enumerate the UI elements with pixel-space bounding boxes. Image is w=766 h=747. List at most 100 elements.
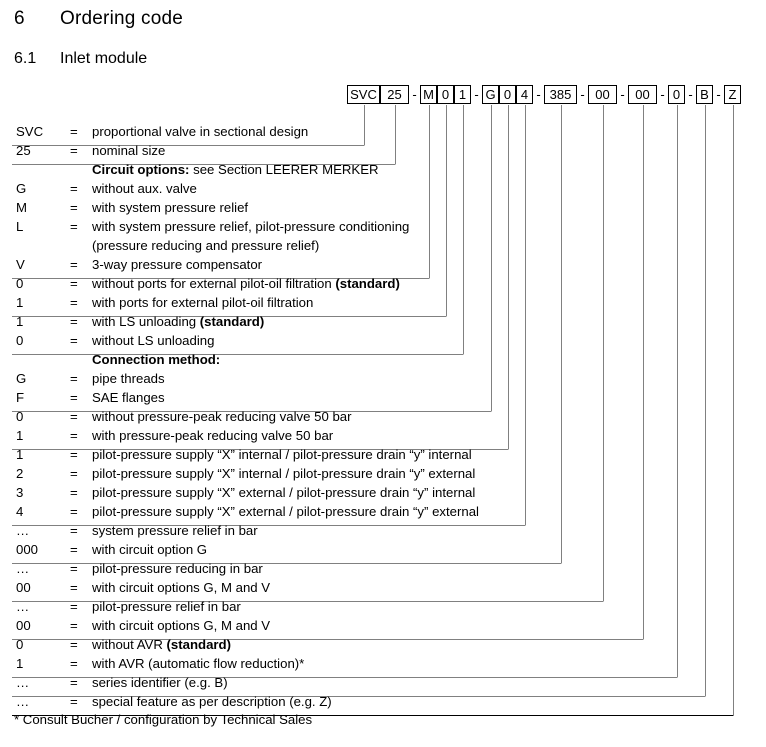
- legend-description: proportional valve in sectional design: [92, 124, 309, 139]
- legend-row: 0=without pressure-peak reducing valve 5…: [12, 409, 752, 428]
- legend-description: pilot-pressure reducing in bar: [92, 561, 263, 576]
- legend-key: 0: [16, 409, 24, 424]
- legend-description: without AVR (standard): [92, 637, 752, 652]
- legend-description-text: without ports for external pilot-oil fil…: [92, 276, 336, 291]
- legend-row: 1 = with ports for external pilot-oil filt…: [12, 295, 752, 314]
- code-box-svc: SVC: [347, 85, 380, 104]
- legend-key: 1: [16, 656, 24, 671]
- legend-row: 00=with circuit options G, M and V: [12, 580, 752, 599]
- legend-description-text: without AVR: [92, 637, 167, 652]
- legend-key: 00: [16, 618, 31, 633]
- legend-key: SVC: [16, 124, 44, 139]
- code-box-25: 25: [380, 85, 409, 104]
- legend-group-svc: SVC = proportional valve in sectional desi…: [12, 124, 752, 143]
- legend-equals: =: [70, 656, 78, 671]
- legend-description: special feature as per description (e.g.…: [92, 694, 332, 709]
- footnote: * Consult Bucher / configuration by Tech…: [14, 712, 313, 727]
- legend-description: with system pressure relief, pilot-press…: [92, 219, 410, 234]
- legend-group-pilot-oil-filtration: 0 = without ports for external pilot-oil f…: [12, 276, 752, 314]
- legend-key: …: [16, 694, 30, 709]
- legend-equals: =: [70, 314, 78, 329]
- legend-row: 000=with circuit option G: [12, 542, 752, 561]
- legend-group-circuit-options: Circuit options: see Section LEERER MERK…: [12, 162, 752, 276]
- code-box-0: 0: [668, 85, 685, 104]
- legend-group-ls-unloading: 1=with LS unloading (standard)0=without …: [12, 314, 752, 352]
- legend-group-header-label: Connection method:: [92, 352, 221, 367]
- legend-group-header-row: Connection method:: [12, 352, 752, 371]
- legend-key: 0: [16, 276, 24, 291]
- legend-equals: =: [70, 599, 78, 614]
- legend-key: 1: [16, 447, 24, 462]
- legend-row: 0 = without ports for external pilot-oil f…: [12, 276, 752, 295]
- legend-key: …: [16, 675, 30, 690]
- legend-description: nominal size: [92, 143, 166, 158]
- legend-description: pilot-pressure supply “X” internal / pil…: [92, 466, 476, 481]
- legend-key: G: [16, 181, 27, 196]
- legend-row: V=3-way pressure compensator: [12, 257, 752, 276]
- legend-key: 1: [16, 295, 24, 310]
- legend-equals: =: [70, 333, 78, 348]
- legend-key: …: [16, 599, 30, 614]
- code-separator: -: [620, 87, 625, 102]
- legend-group-header-label: Circuit options:: [92, 162, 190, 177]
- legend-description: without pressure-peak reducing valve 50 …: [92, 409, 352, 424]
- legend-row: 25=nominal size: [12, 143, 752, 162]
- legend-equals: =: [70, 124, 78, 139]
- legend-equals: =: [70, 504, 78, 519]
- legend-equals: =: [70, 371, 78, 386]
- ordering-code-legend: SVC = proportional valve in sectional desi…: [12, 124, 752, 713]
- subsection-title: Inlet module: [60, 50, 148, 67]
- code-box-m: M: [420, 85, 437, 104]
- legend-key: G: [16, 371, 27, 386]
- legend-description-emphasis: (standard): [166, 637, 232, 652]
- code-box-g: G: [482, 85, 499, 104]
- legend-row: 0 = without LS unloading: [12, 333, 752, 352]
- legend-description: with ports for external pilot-oil filtra…: [92, 295, 314, 310]
- code-separator: -: [716, 87, 721, 102]
- legend-row: (pressure reducing and pressure relief): [12, 238, 752, 257]
- legend-description-emphasis: (standard): [335, 276, 400, 291]
- legend-row: F=SAE flanges: [12, 390, 752, 409]
- legend-group-series-identifier: …=series identifier (e.g. B): [12, 675, 752, 694]
- code-box-1: 1: [454, 85, 471, 104]
- legend-group-special-feature: … = special feature as per description (e.…: [12, 694, 752, 713]
- legend-row: 1=with pressure-peak reducing valve 50 b…: [12, 428, 752, 447]
- legend-description: with circuit option G: [92, 542, 208, 557]
- legend-equals: =: [70, 694, 78, 709]
- legend-group-pilot-supply-drain: 1 = pilot-pressure supply “X” internal / p…: [12, 447, 752, 523]
- code-box-4: 4: [516, 85, 533, 104]
- legend-equals: =: [70, 637, 78, 652]
- legend-description: without LS unloading: [92, 333, 215, 348]
- legend-key: 3: [16, 485, 24, 500]
- legend-description: system pressure relief in bar: [92, 523, 258, 538]
- legend-row: 1=with LS unloading (standard): [12, 314, 752, 333]
- legend-equals: =: [70, 466, 78, 481]
- legend-description: SAE flanges: [92, 390, 165, 405]
- legend-group-header: Circuit options: see Section LEERER MERK…: [92, 162, 752, 177]
- legend-description: pilot-pressure supply “X” external / pil…: [92, 504, 479, 519]
- legend-key: 00: [16, 580, 31, 595]
- code-box-00: 00: [588, 85, 617, 104]
- legend-equals: =: [70, 428, 78, 443]
- legend-key: 1: [16, 314, 24, 329]
- legend-group-size: 25=nominal size: [12, 143, 752, 162]
- legend-equals: =: [70, 523, 78, 538]
- legend-key: 1: [16, 428, 24, 443]
- legend-row: …=pilot-pressure relief in bar: [12, 599, 752, 618]
- legend-equals: =: [70, 219, 78, 234]
- legend-equals: =: [70, 200, 78, 215]
- code-separator: -: [688, 87, 693, 102]
- legend-equals: =: [70, 276, 78, 291]
- legend-key: 2: [16, 466, 24, 481]
- code-separator: -: [536, 87, 541, 102]
- legend-equals: =: [70, 181, 78, 196]
- legend-key: 0: [16, 333, 24, 348]
- legend-row: 1=with AVR (automatic flow reduction)*: [12, 656, 752, 675]
- legend-description: series identifier (e.g. B): [92, 675, 228, 690]
- legend-row: … = system pressure relief in bar: [12, 523, 752, 542]
- legend-key: …: [16, 523, 30, 538]
- code-separator: -: [660, 87, 665, 102]
- legend-equals: =: [70, 295, 78, 310]
- legend-row: 4=pilot-pressure supply “X” external / p…: [12, 504, 752, 523]
